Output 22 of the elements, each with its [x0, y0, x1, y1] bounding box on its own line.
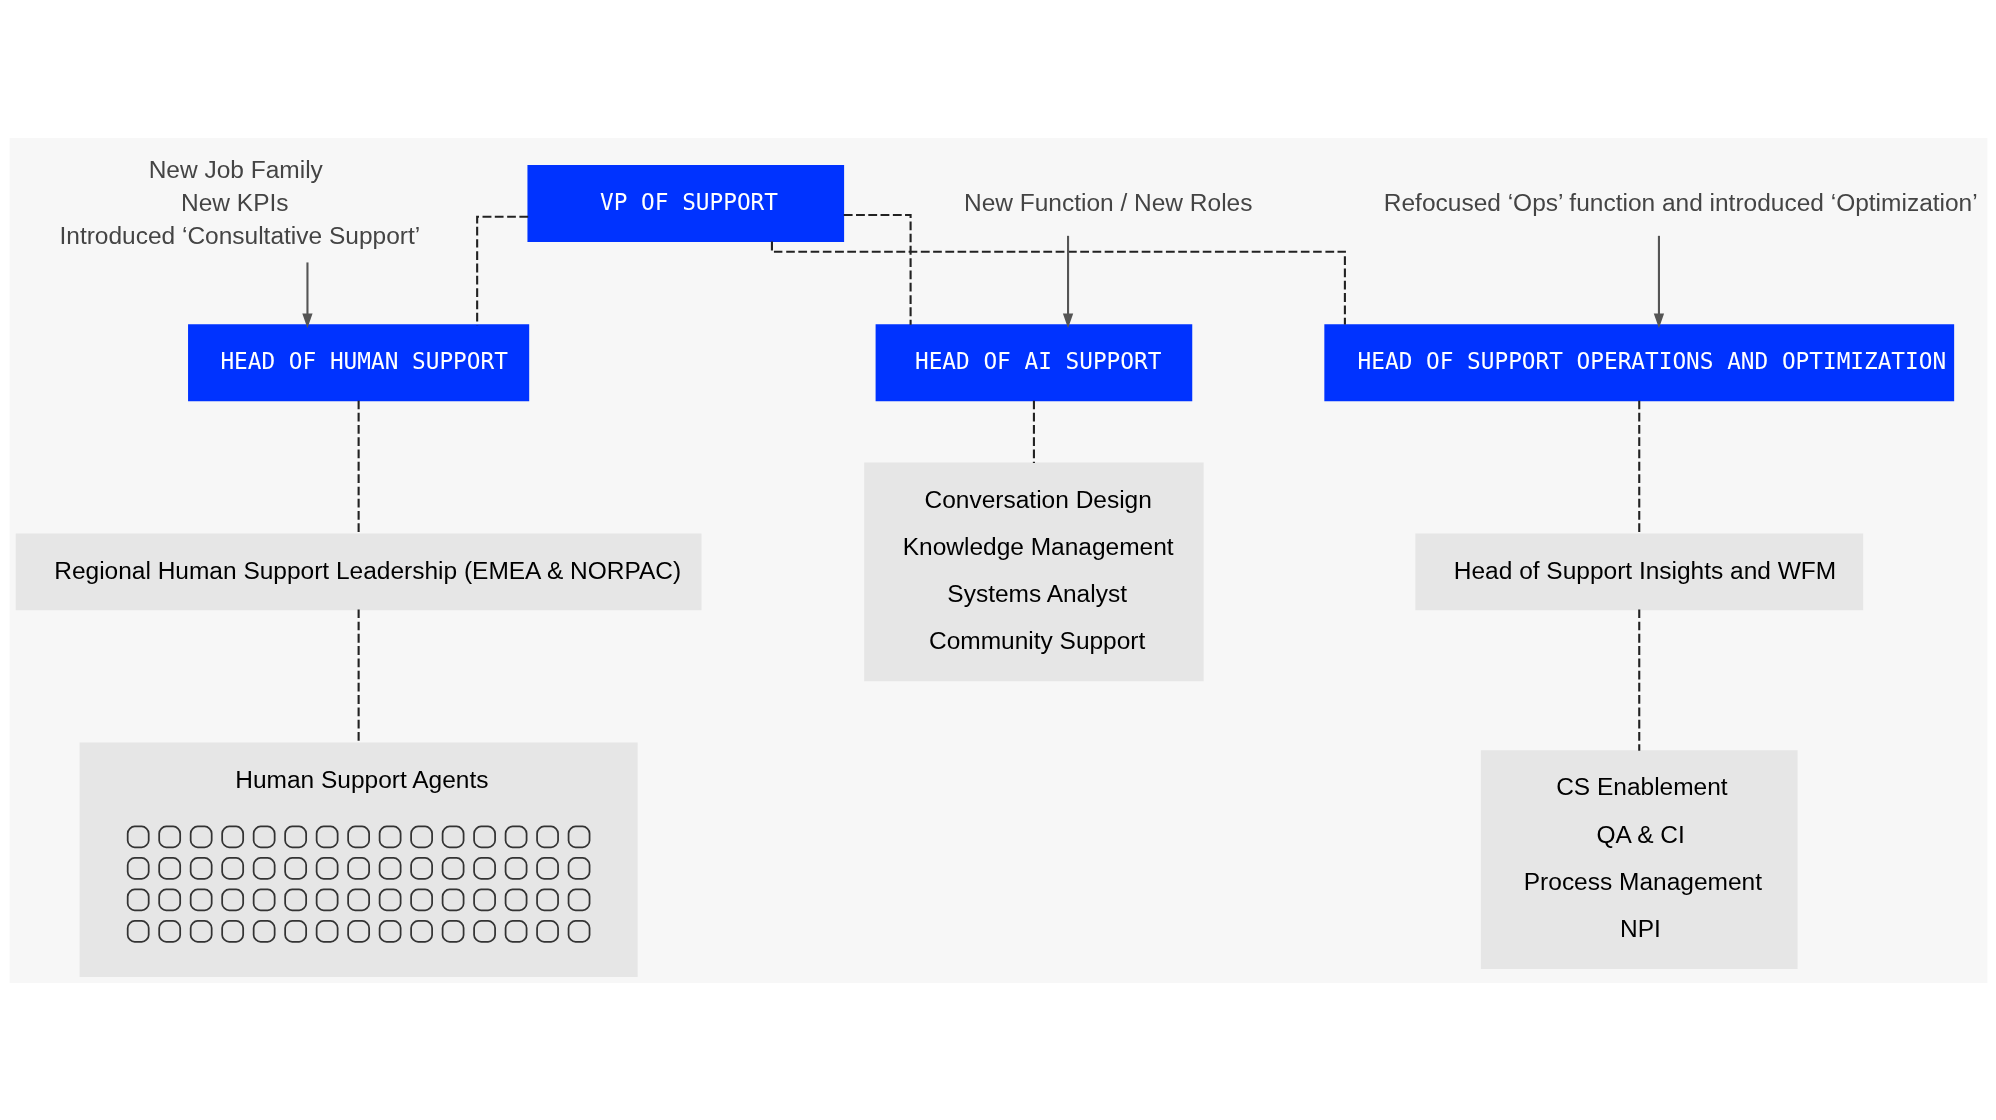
node-text: New Job Family New KPIs Introduced ‘Consultative Support’ — [58, 155, 420, 249]
node-box: Regional Human Support Leadership (EMEA & NORPAC) — [15, 532, 702, 610]
node-box: Conversation Design Knowledge Management Systems Analyst Community Support — [863, 462, 1204, 681]
connector — [1637, 609, 1640, 751]
node-box: Head of Support Insights and WFM — [1414, 532, 1863, 610]
arrow — [1062, 235, 1073, 328]
connector — [357, 400, 360, 534]
node-box: HEAD OF AI SUPPORT — [875, 323, 1192, 401]
connector — [1032, 400, 1035, 463]
node-box: Human Support Agents — [79, 741, 638, 977]
connector — [1637, 400, 1640, 534]
connector — [475, 215, 528, 325]
arrow — [1653, 235, 1664, 328]
node-text: Refocused ‘Ops’ function and introduced ‘Optimization’ — [1383, 188, 1978, 216]
node-box: CS Enablement QA & CI Process Management NPI — [1480, 749, 1798, 969]
node-box: HEAD OF SUPPORT OPERATIONS AND OPTIMIZATION — [1323, 323, 1954, 401]
connector — [357, 609, 360, 743]
node-text: New Function / New Roles — [963, 188, 1252, 216]
node-box: HEAD OF HUMAN SUPPORT — [187, 323, 529, 401]
node-box: VP OF SUPPORT — [526, 164, 844, 242]
arrow — [301, 261, 313, 328]
connector — [843, 213, 912, 325]
